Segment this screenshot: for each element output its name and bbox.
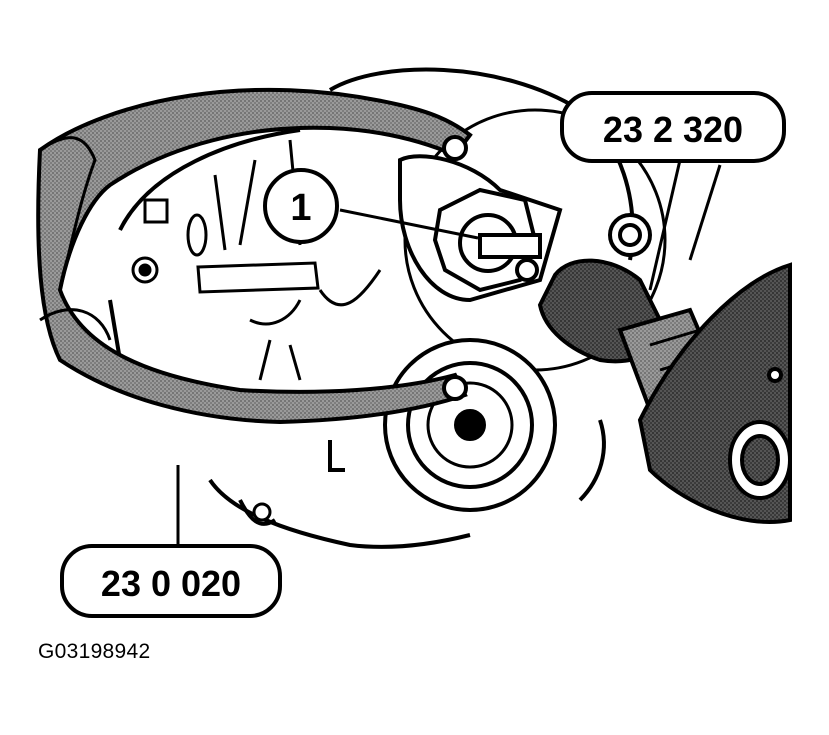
pliers-tool <box>36 87 473 425</box>
socket-tool <box>537 258 792 524</box>
callout-item-1-label: 1 <box>290 187 311 229</box>
callout-tool-top-label: 23 2 320 <box>603 109 743 150</box>
lower-pulley <box>383 338 557 512</box>
callout-tool-bottom-label: 23 0 020 <box>101 563 241 604</box>
leader-lines <box>176 159 722 548</box>
figure-code: G03198942 <box>38 640 151 663</box>
callout-tool-bottom: 23 0 020 <box>60 544 282 618</box>
callout-tool-top: 23 2 320 <box>560 91 786 163</box>
engine-details <box>131 198 320 522</box>
tensioner-assembly <box>398 108 667 372</box>
callout-item-1: 1 <box>263 168 339 244</box>
